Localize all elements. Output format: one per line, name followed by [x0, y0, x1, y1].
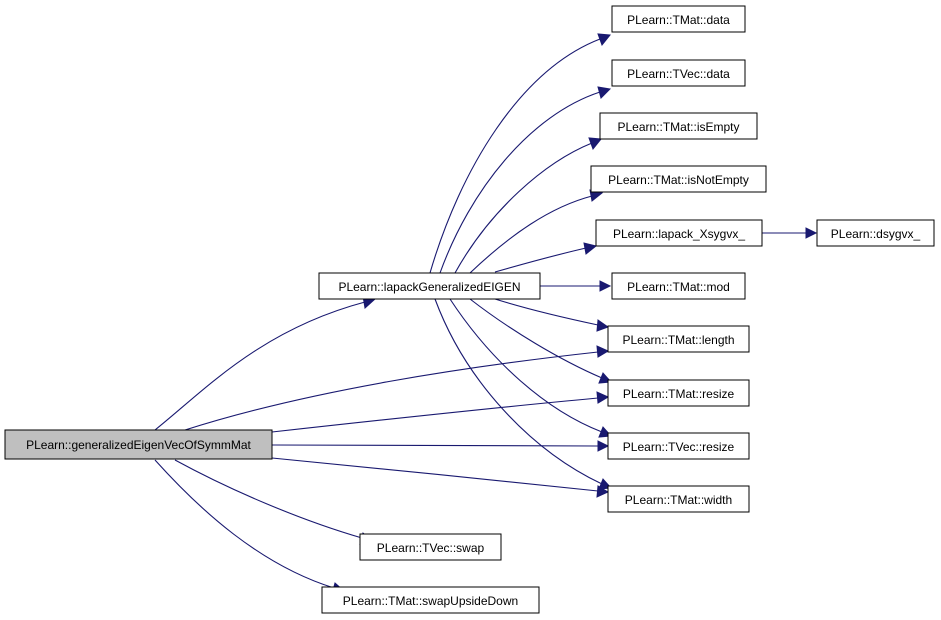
edge-lapack-to-tmat-data — [429, 33, 611, 274]
node-label: PLearn::TVec::resize — [623, 440, 735, 454]
node-tmat-isempty[interactable]: PLearn::TMat::isEmpty — [599, 112, 758, 140]
edge-root-to-tmat-swapupsidedown — [154, 459, 346, 595]
edge-lapack-to-tvec-data — [439, 86, 612, 274]
node-label: PLearn::TMat::isEmpty — [617, 120, 739, 134]
node-tmat-length[interactable]: PLearn::TMat::length — [607, 325, 750, 353]
node-dsygvx[interactable]: PLearn::dsygvx_ — [816, 219, 935, 247]
node-label: PLearn::TMat::resize — [623, 387, 735, 401]
node-tmat-data[interactable]: PLearn::TMat::data — [611, 5, 746, 33]
node-lapack-xsygvx[interactable]: PLearn::lapack_Xsygvx_ — [595, 219, 763, 247]
edge-root-to-tmat-width — [271, 457, 610, 498]
nodes-layer: PLearn::generalizedEigenVecOfSymmMat PLe… — [4, 5, 935, 614]
edge-root-to-tvec-resize — [271, 440, 610, 452]
node-tmat-isnotempty[interactable]: PLearn::TMat::isNotEmpty — [590, 165, 767, 193]
edges-layer — [154, 33, 818, 595]
node-label: PLearn::TMat::data — [627, 13, 730, 27]
node-tvec-resize[interactable]: PLearn::TVec::resize — [607, 432, 750, 460]
node-label: PLearn::dsygvx_ — [831, 227, 921, 241]
node-label: PLearn::TMat::width — [625, 493, 732, 507]
edge-lapack-to-tmat-width — [434, 298, 613, 490]
edge-root-to-tvec-swap — [174, 459, 374, 545]
node-lapack-generalized-eigen[interactable]: PLearn::lapackGeneralizedEIGEN — [318, 272, 541, 300]
node-tmat-swapupsidedown[interactable]: PLearn::TMat::swapUpsideDown — [321, 586, 540, 614]
node-label: PLearn::lapackGeneralizedEIGEN — [338, 280, 520, 294]
edge-lapack-to-lapack-xsygvx — [494, 242, 598, 273]
node-label: PLearn::TMat::isNotEmpty — [608, 173, 749, 187]
edge-lapack-to-tmat-length — [494, 298, 610, 332]
node-tvec-data[interactable]: PLearn::TVec::data — [611, 59, 746, 87]
node-label: PLearn::TMat::mod — [627, 280, 730, 294]
edge-lapack-to-tmat-isempty — [454, 137, 602, 274]
node-label: PLearn::generalizedEigenVecOfSymmMat — [26, 438, 251, 452]
node-tmat-width[interactable]: PLearn::TMat::width — [607, 485, 750, 513]
node-tmat-resize[interactable]: PLearn::TMat::resize — [607, 379, 750, 407]
node-label: PLearn::TVec::data — [627, 67, 730, 81]
node-generalized-eigenvec-of-symm-mat[interactable]: PLearn::generalizedEigenVecOfSymmMat — [4, 429, 273, 460]
node-tvec-swap[interactable]: PLearn::TVec::swap — [359, 533, 502, 561]
node-label: PLearn::TMat::swapUpsideDown — [343, 594, 518, 608]
edge-root-to-tmat-resize — [271, 391, 610, 433]
node-label: PLearn::TMat::length — [622, 333, 734, 347]
node-label: PLearn::TVec::swap — [377, 541, 485, 555]
node-tmat-mod[interactable]: PLearn::TMat::mod — [611, 272, 746, 300]
edge-lapack-to-tmat-mod — [540, 280, 612, 292]
edge-root-to-lapack-generalized-eigen — [154, 295, 377, 431]
edge-lapack-xsygvx-to-dsygvx — [762, 227, 818, 239]
node-label: PLearn::lapack_Xsygvx_ — [613, 227, 745, 241]
edge-root-to-tmat-length — [184, 345, 610, 431]
